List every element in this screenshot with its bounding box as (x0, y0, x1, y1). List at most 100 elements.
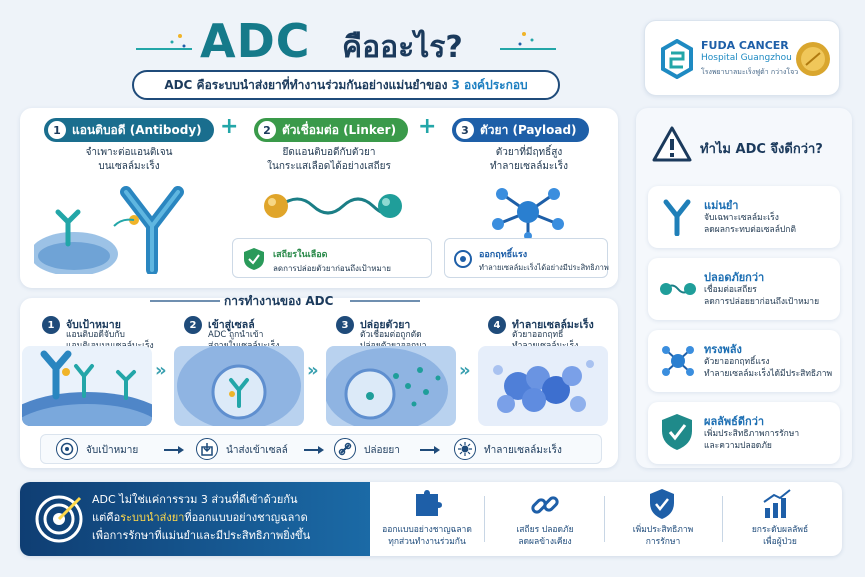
header-line-right (500, 48, 556, 50)
linker-illustration (258, 186, 408, 230)
puzzle-icon (412, 490, 442, 524)
mechanism-line-left (150, 300, 220, 302)
desc-line: ทำลายเซลล์มะเร็ง (490, 161, 568, 172)
desc-line: ลดผลกระทบต่อเซลล์ปกติ (704, 225, 796, 235)
desc-line: ในกระแสเลือดได้อย่างเสถียร (267, 161, 391, 172)
shield-check-icon (660, 412, 694, 456)
chevron-right-icon: » (459, 360, 471, 381)
pill-antibody: 1 แอนติบอดี (Antibody) (44, 118, 214, 142)
text-highlight: ระบบนำส่งยา (120, 511, 185, 524)
feature-title: เสถียรในเลือด (273, 250, 328, 260)
bottom-highlight-panel: ADC ไม่ใช่แค่การรวม 3 ส่วนที่ดีเข้าด้วยก… (20, 482, 370, 556)
arrow-right-icon (304, 446, 324, 454)
pill-number: 1 (48, 121, 66, 139)
text-segment: แต่คือ (92, 511, 121, 524)
sparkle-left-icon (160, 30, 190, 58)
pill-label: แอนติบอดี (Antibody) (72, 122, 202, 137)
desc-line: จับเฉพาะเซลล์มะเร็ง (704, 213, 779, 223)
arrow-right-icon (164, 446, 184, 454)
flow-label: ปล่อยยา (364, 445, 400, 456)
divider (604, 496, 605, 542)
why-item-powerful: ทรงพลัง ตัวยาออกฤทธิ์แรง ทำลายเซลล์มะเร็… (648, 330, 840, 392)
step3-image (326, 346, 456, 426)
plus-icon: + (220, 114, 239, 139)
text-segment: ที่ออกแบบอย่างชาญฉลาด (184, 511, 308, 524)
desc-line: เพิ่มประสิทธิภาพการรักษา (704, 429, 800, 439)
why-item-desc: จับเฉพาะเซลล์มะเร็ง ลดผลกระทบต่อเซลล์ปกต… (704, 212, 796, 236)
label-line: การรักษา (645, 537, 681, 547)
step-number: 4 (488, 316, 506, 334)
label-line: เพิ่มประสิทธิภาพ (632, 525, 694, 535)
flow-label: นำส่งเข้าเซลล์ (226, 445, 288, 456)
plus-icon: + (418, 114, 437, 139)
pill-label: ตัวเชื่อมต่อ (Linker) (282, 122, 397, 137)
bottom-line3: เพื่อการรักษาที่แม่นยำและมีประสิทธิภาพยิ… (92, 529, 311, 542)
bottom-banner: ADC ไม่ใช่แค่การรวม 3 ส่วนที่ดีเข้าด้วยก… (20, 482, 842, 556)
gold-seal-icon (795, 41, 831, 81)
page-title-thai: คืออะไร? (342, 30, 463, 65)
desc-line: ตัวยาออกฤทธิ์แรง (704, 357, 770, 367)
virus-icon (454, 438, 476, 460)
why-item-title: แม่นยำ (704, 199, 739, 212)
pill-number: 3 (456, 121, 474, 139)
desc-line: ทำลายเซลล์มะเร็งได้มีประสิทธิภาพ (704, 369, 833, 379)
label-line: เสถียร ปลอดภัย (516, 525, 574, 535)
desc-line: จำเพาะต่อแอนติเจน (85, 147, 173, 158)
mechanism-line-right (350, 300, 420, 302)
step-number: 2 (184, 316, 202, 334)
bottom-item: ออกแบบอย่างชาญฉลาด ทุกส่วนทำงานร่วมกัน (372, 524, 482, 548)
chain-link-icon (530, 490, 560, 524)
desc-line: และความปลอดภัย (704, 441, 772, 451)
desc-line: แอนติบอดีจับกับ (66, 330, 125, 340)
linker-icon (658, 280, 698, 302)
hospital-name-thai: โรงพยาบาลมะเร็งฟูต้า กว่างโจว (701, 68, 799, 76)
step-title: จับเป้าหมาย (66, 319, 121, 331)
antibody-illustration (30, 174, 214, 278)
why-item-title: ปลอดภัยกว่า (704, 271, 765, 284)
feature-stable-box: เสถียรในเลือด ลดการปล่อยตัวยาก่อนถึงเป้า… (232, 238, 432, 278)
why-item-safer: ปลอดภัยกว่า เชื่อมต่อเสถียร ลดการปล่อยยา… (648, 258, 840, 320)
mechanism-title: การทำงานของ ADC (224, 294, 334, 308)
step-title: ทำลายเซลล์มะเร็ง (512, 319, 594, 331)
why-item-desc: เชื่อมต่อเสถียร ลดการปล่อยยาก่อนถึงเป้าห… (704, 284, 819, 308)
label-line: เพื่อผู้ป่วย (763, 537, 797, 547)
why-item-title: ทรงพลัง (704, 343, 742, 356)
pill-label: ตัวยา (Payload) (480, 122, 577, 137)
warning-icon (652, 126, 692, 166)
hospital-name-line2: Hospital Guangzhou (701, 53, 792, 63)
bottom-line1: ADC ไม่ใช่แค่การรวม 3 ส่วนที่ดีเข้าด้วยก… (92, 493, 298, 506)
target-icon (56, 438, 78, 460)
feature-potent-box: ออกฤทธิ์แรง ทำลายเซลล์มะเร็งได้อย่างมีปร… (444, 238, 609, 278)
chevron-right-icon: » (155, 360, 167, 381)
desc-line: ADC ถูกนำเข้า (208, 330, 264, 340)
step1-image (22, 346, 152, 426)
hospital-name-line1: FUDA CANCER (701, 39, 789, 52)
shield-check-icon (648, 488, 676, 524)
why-item-precise: แม่นยำ จับเฉพาะเซลล์มะเร็ง ลดผลกระทบต่อเ… (648, 186, 840, 248)
bottom-line2: แต่คือระบบนำส่งยาที่ออกแบบอย่างชาญฉลาด (92, 510, 308, 525)
flow-label: ทำลายเซลล์มะเร็ง (484, 445, 562, 456)
bullseye-icon (34, 494, 84, 548)
divider (484, 496, 485, 542)
subtitle-highlight: 3 องค์ประกอบ (451, 77, 528, 92)
linker-desc: ยึดแอนติบอดีกับตัวยา ในกระแสเลือดได้อย่า… (244, 146, 414, 174)
molecule-icon (660, 342, 696, 384)
hospital-logo-card: FUDA CANCER Hospital Guangzhou โรงพยาบาล… (644, 20, 840, 96)
payload-desc: ตัวยาที่มีฤทธิ์สูง ทำลายเซลล์มะเร็ง (444, 146, 614, 174)
feature-desc: ทำลายเซลล์มะเร็งได้อย่างมีประสิทธิภาพ (479, 263, 609, 272)
desc-line: บนเซลล์มะเร็ง (98, 161, 160, 172)
header-line-left (136, 48, 192, 50)
why-item-desc: เพิ่มประสิทธิภาพการรักษา และความปลอดภัย (704, 428, 799, 452)
desc-line: เชื่อมต่อเสถียร (704, 285, 757, 295)
subtitle-text: ADC คือระบบนำส่งยาที่ทำงานร่วมกันอย่างแม… (164, 77, 448, 92)
step-title: ปล่อยตัวยา (360, 319, 411, 331)
chevron-right-icon: » (307, 360, 319, 381)
desc-line: ตัวเชื่อมต่อถูกตัด (360, 330, 422, 340)
feature-title: ออกฤทธิ์แรง (479, 250, 528, 260)
desc-line: ลดการปล่อยยาก่อนถึงเป้าหมาย (704, 297, 820, 307)
desc-line: ตัวยาออกฤทธิ์ (512, 330, 564, 340)
label-line: ลดผลข้างเคียง (518, 537, 572, 547)
antibody-icon (660, 198, 694, 240)
feature-desc: ลดการปล่อยตัวยาก่อนถึงเป้าหมาย (273, 264, 391, 273)
pill-payload: 3 ตัวยา (Payload) (452, 118, 589, 142)
